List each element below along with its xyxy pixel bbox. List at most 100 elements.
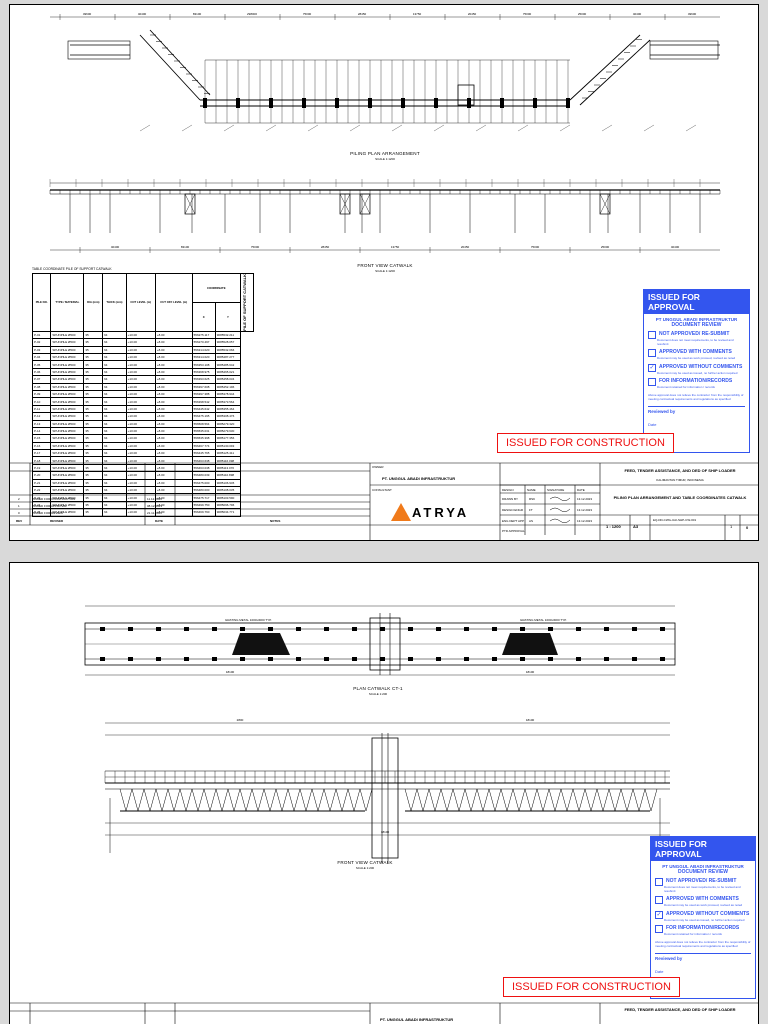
owner-label: OWNER (372, 465, 384, 469)
table-cell: +10.00 (125, 352, 156, 362)
drawing-size: A3 (633, 524, 639, 529)
checkbox-icon (648, 349, 656, 358)
truss-web (263, 788, 271, 812)
table-cell: 35 (83, 412, 104, 421)
pile-marker (533, 98, 537, 108)
table-cell: 9085528.057 (214, 338, 242, 347)
truss-web (476, 788, 484, 812)
plan-title: PLAN CATWALK CT-1 (353, 686, 403, 691)
truss-web (566, 788, 574, 812)
table-cell: 64 (102, 449, 127, 458)
transfer-tower (457, 84, 475, 106)
truss-web (365, 788, 373, 812)
table-cell: 9085034.771 (214, 508, 242, 517)
table-cell: 9085113.070 (214, 463, 242, 473)
table-cell: SPUNPILE Ø500 (50, 404, 85, 414)
table-cell: +10.00 (125, 441, 156, 451)
table-cell: 64 (102, 397, 127, 406)
support-frame (359, 193, 371, 215)
brace (184, 193, 196, 215)
truss-web (125, 788, 133, 812)
project-title: FEED, TENDER ASSISTANCE, AND DED OF SHIP… (624, 1007, 735, 1012)
table-cell: +8.00 (154, 367, 193, 377)
dimension-label: 40400 (138, 12, 147, 16)
truss-web (173, 788, 181, 812)
table-cell: 64 (102, 463, 127, 473)
ptd-approval: PTD APPROVAL (502, 529, 525, 533)
truss-web (161, 788, 169, 812)
table-cell: +10.00 (125, 471, 156, 480)
dimension-label: 18100 (526, 718, 535, 722)
table-cell: 35 (83, 367, 104, 377)
truss-web (500, 788, 508, 812)
table-cell: 64 (102, 434, 127, 443)
truss-web (299, 788, 307, 812)
table-cell: 9085452.196 (214, 382, 242, 391)
dimension-label: 40400 (671, 245, 680, 249)
leader-line (307, 124, 319, 132)
table-cell: P-10 (31, 397, 52, 406)
truss-web (119, 788, 127, 812)
table-cell: 35 (83, 486, 104, 495)
table-cell: SPUNPILE Ø500 (50, 434, 85, 443)
table-cell: 64 (102, 382, 127, 391)
table-cell: 9085458.034 (214, 375, 242, 384)
pile-marker (368, 98, 372, 108)
truss-web (287, 788, 295, 812)
table-cell: SPUNPILE Ø500 (50, 367, 85, 377)
option-note: Document retained for information / reco… (664, 932, 722, 937)
table-cell: 9085108.035 (214, 486, 242, 495)
table-header-row: PILE NO. TYPE / MATERIAL DIA (mm) THICK … (31, 273, 254, 332)
post-marker (240, 627, 245, 631)
table-cell: SPUNPILE Ø500 (50, 471, 85, 480)
truss-web (335, 788, 343, 812)
approval-option: FOR INFORMATION/RECORDS (655, 925, 751, 934)
table-cell: 556445.642 (191, 404, 216, 414)
table-cell: +8.00 (154, 345, 193, 355)
table-cell: P-16 (31, 441, 52, 451)
col-design: DESIGN (502, 488, 514, 492)
dimension-label: 49600 (688, 12, 697, 16)
table-cell: P-04 (31, 352, 52, 362)
post-marker (324, 627, 329, 631)
post-marker (492, 657, 497, 661)
post-marker (268, 627, 273, 631)
signoff-date: 13.12.2023 (577, 519, 592, 523)
table-cell: +10.00 (125, 449, 156, 458)
post-marker (632, 657, 637, 661)
table-cell: 35 (83, 508, 104, 517)
truss-web (227, 788, 235, 812)
table-cell: 556270.497 (191, 338, 216, 347)
table-cell: 9085532.066 (214, 345, 242, 355)
table-cell: P-09 (31, 389, 52, 399)
truss-web (632, 788, 640, 812)
table-cell: 64 (102, 471, 127, 480)
title-block-frame (10, 1002, 758, 1024)
sheet-number: 1 (730, 524, 733, 529)
option-label: NOT APPROVED/ RE-SUBMIT (666, 878, 737, 884)
table-cell: +8.00 (154, 389, 193, 399)
table-cell: 64 (102, 375, 127, 384)
th-coordinate: COORDINATE (191, 273, 242, 303)
table-cell: +8.00 (154, 375, 193, 384)
pile-marker (203, 98, 207, 108)
front-scale: SCALE 1:200 (356, 866, 375, 870)
dimension-label: 18100 (381, 830, 390, 834)
truss-web (512, 788, 520, 812)
table-cell: 64 (102, 493, 127, 502)
table-cell: +8.00 (154, 471, 193, 480)
truss-web (644, 788, 652, 812)
table-cell: P-07 (31, 375, 52, 384)
truss-web (233, 788, 241, 812)
truss-web (428, 788, 436, 812)
table-cell: 35 (83, 382, 104, 391)
post-marker (352, 657, 357, 661)
leader-line (601, 124, 613, 132)
table-cell: 64 (102, 404, 127, 414)
table-cell: +8.00 (154, 441, 193, 451)
pile-marker (467, 98, 471, 108)
